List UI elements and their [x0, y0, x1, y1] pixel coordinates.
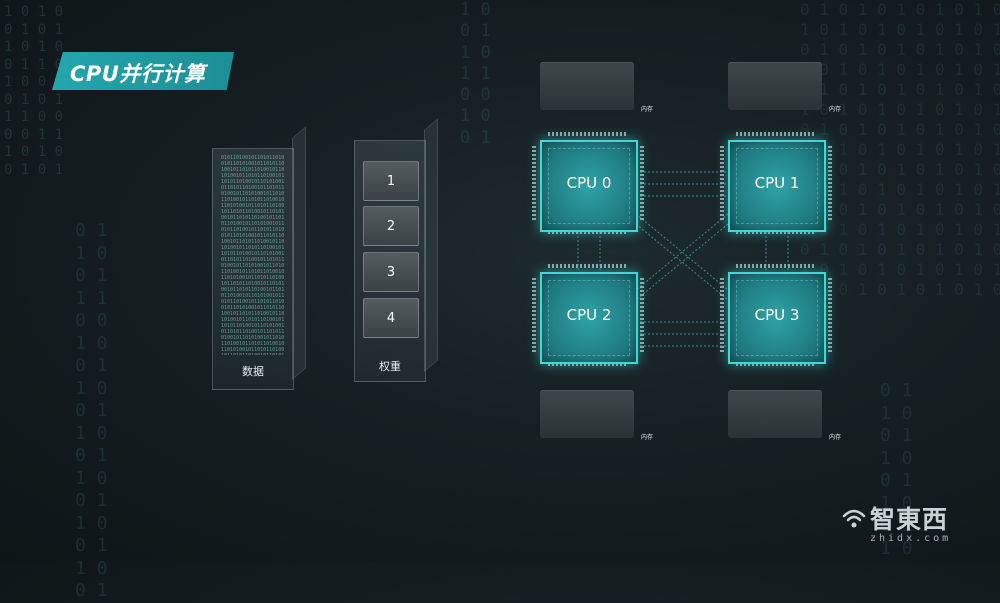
cpu-2-chip: CPU 2 [540, 272, 638, 364]
memory-label-1: 内存 [829, 106, 842, 113]
memory-label-0: 内存 [641, 106, 654, 113]
cpu1-pins-bottom [736, 230, 816, 234]
memory-label-3: 内存 [829, 434, 842, 441]
weight-column: 1 2 3 4 权重 [354, 140, 426, 382]
cpu-1-chip: CPU 1 [728, 140, 826, 232]
cpu1-pins-right [828, 146, 832, 220]
cpu1-pins-top [736, 132, 816, 136]
memory-block-0 [540, 62, 634, 110]
weight-cell-2: 2 [363, 206, 419, 246]
cpu-2-label: CPU 2 [566, 306, 612, 324]
cpu3-pins-right [828, 278, 832, 352]
cpu0-pins-bottom [548, 230, 628, 234]
binary-rain-top-right: 0 1 0 1 0 1 0 1 0 1 0 1 0 1 0 1 0 1 0 1 … [800, 0, 1000, 299]
memory-label-2: 内存 [641, 434, 654, 441]
cpu3-pins-top [736, 264, 816, 268]
cpu2-pins-right [640, 278, 644, 352]
weight-label: 权重 [379, 360, 401, 373]
cpu2-pins-left [532, 278, 536, 352]
weight-cell-1: 1 [363, 161, 419, 201]
interconnect-lines [577, 171, 789, 347]
cpu0-pins-top [548, 132, 628, 136]
memory-block-3 [728, 390, 822, 438]
cpu-1-label: CPU 1 [754, 174, 800, 192]
weight-cell-4: 4 [363, 298, 419, 338]
cpu2-pins-bottom [548, 362, 628, 366]
cpu2-pins-top [548, 264, 628, 268]
binary-rain-left: 1 0 1 0 0 1 0 1 1 0 1 0 0 1 1 0 1 0 0 1 … [4, 4, 64, 178]
zhidx-logo: 智東西 zhidx.com [840, 500, 990, 550]
binary-rain-center: 1 0 0 1 1 0 1 1 0 0 1 0 0 1 [460, 0, 491, 148]
data-label: 数据 [242, 365, 264, 378]
binary-rain-right: 0 1 1 0 0 1 1 0 0 1 1 0 0 1 1 0 [880, 380, 913, 559]
cpu3-pins-bottom [736, 362, 816, 366]
cpu-3-label: CPU 3 [754, 306, 800, 324]
weight-cell-3: 3 [363, 252, 419, 292]
cpu-3-chip: CPU 3 [728, 272, 826, 364]
wifi-signal-icon [842, 509, 866, 528]
cpu1-pins-left [720, 146, 724, 220]
title-tag: CPU并行计算 [52, 52, 234, 90]
cpu-0-chip: CPU 0 [540, 140, 638, 232]
cpu0-pins-left [532, 146, 536, 220]
data-column: 0101101001011010110100101101010010110101… [212, 148, 294, 390]
cpu0-pins-right [640, 146, 644, 220]
memory-block-2 [540, 390, 634, 438]
page-title: CPU并行计算 [70, 62, 206, 86]
data-stream-graphic: 0101101001011010110100101101010010110101… [221, 155, 285, 355]
cpu3-pins-left [720, 278, 724, 352]
logo-brand: 智東西 [870, 505, 949, 534]
logo-url: zhidx.com [870, 533, 952, 544]
cpu-0-label: CPU 0 [566, 174, 612, 192]
memory-block-1 [728, 62, 822, 110]
